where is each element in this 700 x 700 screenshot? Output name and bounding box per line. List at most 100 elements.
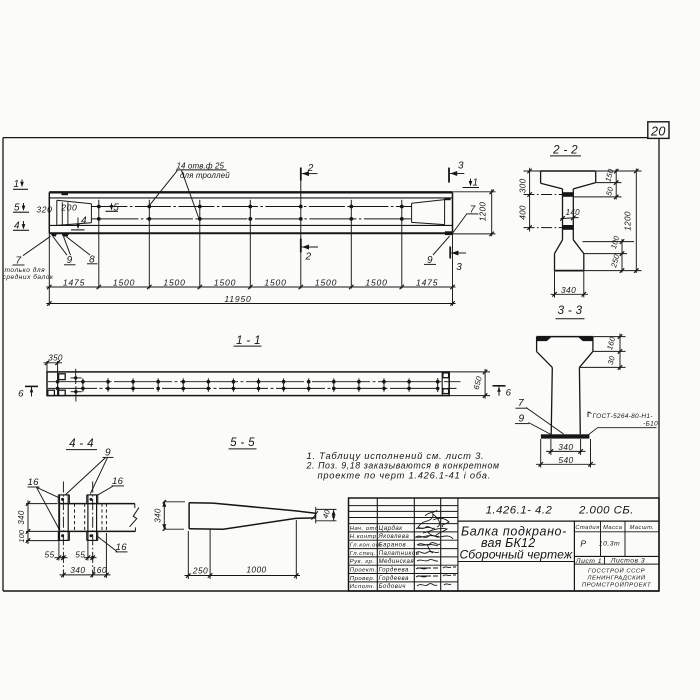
svg-text:4 - 4: 4 - 4	[69, 437, 94, 450]
svg-text:20: 20	[650, 124, 666, 138]
svg-text:3: 3	[456, 262, 462, 273]
svg-text:-Б10: -Б10	[643, 420, 658, 427]
svg-text:6: 6	[506, 387, 512, 398]
svg-text:100: 100	[17, 530, 26, 543]
svg-text:Гордеева: Гордеева	[379, 567, 409, 574]
svg-text:14 отв.ф 25: 14 отв.ф 25	[177, 161, 225, 170]
svg-text:Сборочный чертеж: Сборочный чертеж	[460, 548, 573, 562]
svg-text:7: 7	[470, 205, 476, 216]
svg-text:1500: 1500	[264, 277, 286, 287]
svg-text:2: 2	[304, 252, 311, 263]
svg-text:16: 16	[28, 477, 40, 488]
svg-text:650: 650	[472, 375, 484, 391]
svg-text:11950: 11950	[224, 294, 251, 304]
svg-text:1. Таблицу исполнений см. лис: 1. Таблицу исполнений см. лист 3.	[307, 450, 485, 461]
svg-text:300: 300	[519, 178, 528, 193]
svg-text:Баранов: Баранов	[379, 542, 407, 549]
svg-text:Гл.спец.: Гл.спец.	[350, 551, 376, 557]
svg-text:Яковлева: Яковлева	[378, 533, 410, 540]
svg-text:1500: 1500	[214, 277, 236, 287]
svg-text:4: 4	[14, 220, 20, 231]
svg-text:16: 16	[112, 476, 124, 487]
svg-text:9: 9	[105, 447, 111, 458]
svg-text:16: 16	[116, 542, 128, 553]
svg-text:8: 8	[89, 255, 95, 266]
svg-text:10,3т: 10,3т	[599, 541, 620, 548]
svg-text:средних балок: средних балок	[3, 273, 54, 281]
svg-text:Лист 1: Лист 1	[575, 558, 602, 565]
svg-text:1000: 1000	[246, 564, 266, 574]
svg-text:3 - 3: 3 - 3	[558, 304, 583, 317]
svg-text:340: 340	[70, 565, 85, 575]
svg-text:Рук. гр.: Рук. гр.	[350, 559, 375, 565]
svg-text:340: 340	[153, 508, 162, 522]
svg-text:Н.контр.: Н.контр.	[350, 534, 379, 540]
svg-text:340: 340	[17, 510, 26, 524]
svg-text:6: 6	[18, 389, 24, 400]
svg-text:400: 400	[519, 205, 528, 220]
svg-text:Гордеева: Гордеева	[379, 575, 409, 582]
svg-text:1475: 1475	[63, 277, 85, 287]
svg-text:2. Поз. 9,18 заказываются в ко: 2. Поз. 9,18 заказываются в конкретном	[306, 461, 500, 471]
svg-text:ГОСТ-5264-80-Н1-: ГОСТ-5264-80-Н1-	[593, 413, 654, 420]
svg-text:340: 340	[558, 442, 573, 452]
svg-text:340: 340	[561, 285, 576, 295]
svg-text:1500: 1500	[315, 277, 337, 287]
svg-text:ПРОМСТРОЙПРОЕКТ: ПРОМСТРОЙПРОЕКТ	[582, 581, 651, 589]
svg-text:5: 5	[14, 202, 20, 213]
svg-text:Исполн.: Исполн.	[350, 584, 375, 590]
svg-text:30: 30	[606, 354, 617, 365]
svg-text:100: 100	[609, 234, 621, 250]
svg-text:7: 7	[15, 255, 21, 266]
svg-text:1: 1	[13, 179, 19, 190]
svg-text:2.000 СБ.: 2.000 СБ.	[578, 505, 634, 517]
svg-text:вая БК12: вая БК12	[481, 536, 535, 550]
svg-text:Нач. отд: Нач. отд	[350, 526, 379, 532]
svg-text:140: 140	[566, 208, 580, 217]
svg-text:Проект.: Проект.	[350, 568, 377, 574]
svg-text:1.426.1- 4.2: 1.426.1- 4.2	[486, 505, 553, 517]
svg-text:Масса: Масса	[603, 525, 622, 531]
svg-text:250: 250	[192, 565, 208, 575]
svg-text:Стадия: Стадия	[575, 525, 599, 531]
svg-text:1200: 1200	[623, 211, 632, 231]
svg-text:7: 7	[518, 398, 525, 409]
svg-text:320: 320	[36, 204, 52, 214]
svg-text:1: 1	[472, 177, 478, 188]
svg-text:9: 9	[67, 255, 73, 266]
svg-text:200: 200	[60, 203, 77, 213]
svg-text:9: 9	[427, 255, 433, 266]
svg-text:ГОССТРОЙ СССР: ГОССТРОЙ СССР	[588, 566, 645, 574]
svg-text:2 - 2: 2 - 2	[552, 143, 578, 156]
svg-text:Бодович: Бодович	[379, 583, 407, 590]
svg-text:160: 160	[92, 565, 107, 575]
svg-text:Мединская: Мединская	[379, 558, 415, 565]
svg-text:1500: 1500	[365, 277, 387, 287]
svg-text:9: 9	[518, 414, 524, 425]
svg-text:5 - 5: 5 - 5	[230, 436, 255, 449]
svg-text:Палатников: Палатников	[379, 550, 420, 557]
svg-text:Масшт.: Масшт.	[630, 525, 655, 531]
svg-text:Гл.кон.от: Гл.кон.от	[350, 543, 382, 549]
svg-text:55: 55	[44, 550, 54, 560]
svg-text:55: 55	[75, 550, 85, 560]
svg-text:350: 350	[48, 353, 63, 362]
svg-text:только для: только для	[5, 266, 46, 274]
svg-text:ЛЕНИНГРАДСКИЙ: ЛЕНИНГРАДСКИЙ	[586, 574, 645, 582]
svg-text:160: 160	[605, 335, 617, 351]
svg-text:Цардак: Цардак	[379, 525, 404, 532]
svg-text:540: 540	[558, 455, 573, 465]
svg-text:1200: 1200	[478, 202, 487, 222]
svg-text:Провер.: Провер.	[350, 576, 375, 582]
svg-text:250: 250	[609, 253, 622, 270]
svg-text:Р: Р	[580, 539, 586, 549]
svg-text:1500: 1500	[163, 277, 185, 287]
svg-text:2: 2	[307, 163, 314, 174]
svg-text:40: 40	[321, 508, 332, 520]
svg-text:50: 50	[604, 185, 615, 196]
svg-text:Листов 3: Листов 3	[610, 557, 645, 564]
svg-text:5: 5	[113, 203, 119, 214]
svg-text:1500: 1500	[113, 277, 135, 287]
svg-text:4: 4	[81, 215, 87, 226]
svg-text:1 - 1: 1 - 1	[236, 334, 261, 347]
